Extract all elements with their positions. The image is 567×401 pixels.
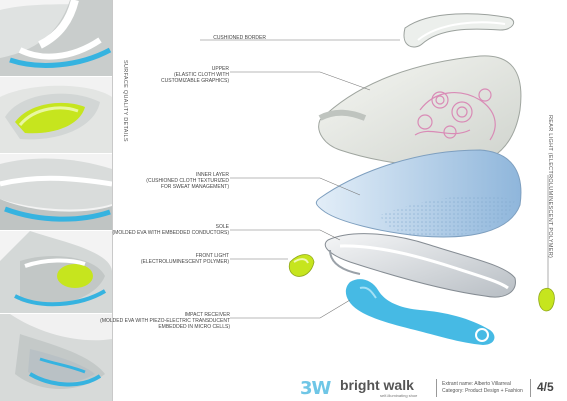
page-number: 4/5 [537, 380, 554, 394]
detail-thumb-3-render [0, 154, 112, 230]
detail-thumb-1 [0, 0, 112, 76]
inner-layer-part [315, 149, 522, 238]
footer-divider-1 [436, 379, 437, 397]
callout-upper: UPPER (ELASTIC CLOTH WITH CUSTOMIZABLE G… [109, 66, 229, 84]
detail-thumb-3 [0, 154, 112, 230]
detail-thumb-4-render [0, 231, 112, 313]
inner-layer-detail: (CUSHIONED CLOTH TEXTURIZED FOR SWEAT MA… [146, 178, 229, 190]
front-light-title: FRONT LIGHT [195, 253, 229, 259]
cushioned-border-part [403, 13, 515, 48]
impact-receiver-part [345, 279, 495, 345]
callout-sole: SOLE (MOLDED EVA WITH EMBEDDED CONDUCTOR… [109, 224, 230, 236]
exploded-shoe-illustration [200, 13, 555, 345]
category-value: Product Design + Fashion [465, 388, 523, 394]
detail-thumb-4 [0, 231, 112, 313]
footer-divider-2 [530, 379, 531, 397]
callout-inner-layer: INNER LAYER (CUSHIONED CLOTH TEXTURIZED … [109, 172, 229, 190]
upper-graphic-pattern [414, 88, 496, 141]
entrant-label: Extrant name: [442, 381, 474, 387]
brand-name: bright walk [340, 377, 414, 393]
category-label: Category: [442, 388, 464, 394]
entrant-name: Alberto Villarreal [474, 381, 511, 387]
callout-cushioned-border: CUSHIONED BORDER [146, 35, 266, 41]
rear-light-label: REAR LIGHT (ELECTROLUMINESCENT POLYMER) [547, 115, 553, 259]
callout-lines [200, 39, 549, 319]
detail-thumb-5 [0, 314, 112, 401]
front-light-detail: (ELECTROLUMINESCENT POLYMER) [140, 259, 229, 265]
detail-thumb-2-render [0, 77, 112, 153]
callout-impact-receiver: IMPACT RECEIVER (MOLDED EVA WITH PIEZO-E… [100, 312, 230, 330]
upper-part [318, 55, 522, 167]
rear-light-part [538, 287, 555, 312]
detail-thumb-5-render [0, 314, 112, 401]
upper-title: UPPER [211, 66, 229, 72]
impact-receiver-detail: (MOLDED EVA WITH PIEZO-ELECTRIC TRANSDUC… [100, 318, 230, 330]
cushioned-border-title: CUSHIONED BORDER [213, 35, 266, 41]
sole-title: SOLE [215, 224, 229, 230]
footer-bar: 3W bright walk self-illuminating shoe Ex… [292, 375, 567, 401]
impact-receiver-title: IMPACT RECEIVER [184, 312, 230, 318]
inner-layer-title: INNER LAYER [196, 172, 229, 178]
brand-logo: 3W [300, 378, 331, 399]
sole-part [324, 233, 516, 298]
brand-tagline: self-illuminating shoe [380, 393, 418, 398]
upper-detail: (ELASTIC CLOTH WITH CUSTOMIZABLE GRAPHIC… [161, 72, 229, 84]
sole-detail: (MOLDED EVA WITH EMBEDDED CONDUCTORS) [112, 230, 230, 236]
detail-thumb-2 [0, 77, 112, 153]
entrant-info: Extrant name: Alberto Villarreal Categor… [442, 381, 523, 395]
detail-thumb-1-render [0, 0, 112, 76]
callout-front-light: FRONT LIGHT (ELECTROLUMINESCENT POLYMER) [109, 253, 229, 265]
front-light-part [288, 254, 315, 277]
thumb-divider [112, 0, 113, 401]
